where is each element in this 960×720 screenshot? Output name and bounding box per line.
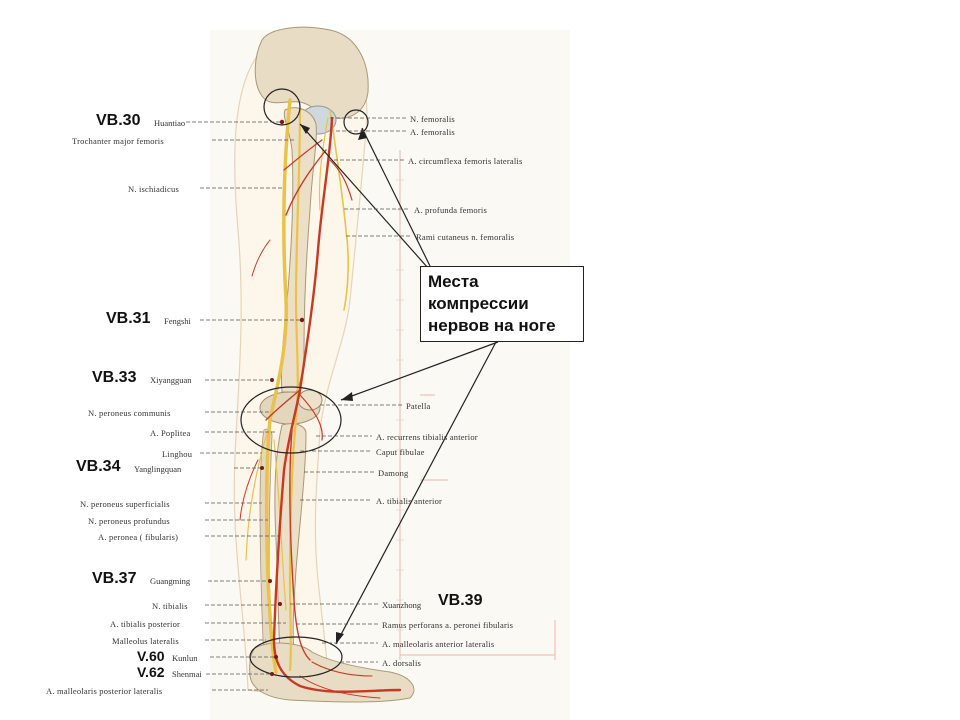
- label-ramus-perforans: Ramus perforans a. peronei fibularis: [382, 620, 514, 630]
- label-rami-cutaneus: Rami cutaneus n. femoralis: [416, 232, 515, 242]
- label-a-poplitea: A. Poplitea: [150, 428, 191, 438]
- label-n-peroneus-profundus: N. peroneus profundus: [88, 516, 170, 526]
- left-leader-lines: [186, 121, 302, 691]
- arrow-to-hip: [299, 123, 429, 269]
- compression-circle-femoral: [343, 109, 369, 135]
- point-code-vb30: VB.30: [96, 112, 141, 129]
- arteries: [239, 116, 402, 699]
- point-name-vb30: Huantiao: [154, 118, 186, 128]
- point-name-vb34: Yanglingquan: [134, 464, 182, 474]
- point-name-v62: Shenmai: [172, 669, 202, 679]
- point-code-vb33: VB.33: [92, 369, 137, 386]
- label-a-peronea: A. peronea ( fibularis): [98, 532, 179, 542]
- label-lingshou: Linghou: [162, 449, 193, 459]
- label-trochanter: Trochanter major femoris: [72, 136, 164, 146]
- label-a-dorsalis: A. dorsalis: [382, 658, 422, 668]
- label-n-tibialis: N. tibialis: [152, 601, 188, 611]
- callout-text: Места компрессии нервов на ноге: [428, 272, 556, 335]
- ruler-ticks: [396, 179, 404, 631]
- point-name-vb31: Fengshi: [164, 316, 191, 326]
- label-malleolus-lateralis: Malleolus lateralis: [112, 636, 179, 646]
- label-n-ischiadicus: N. ischiadicus: [128, 184, 179, 194]
- point-code-v62: V.62: [137, 664, 165, 680]
- label-damong: Damong: [378, 468, 409, 478]
- label-a-recurrens-tibialis-anterior: A. recurrens tibialis anterior: [376, 432, 478, 442]
- label-caput-fibulae: Caput fibulae: [376, 447, 425, 457]
- acupoint-dots: [260, 119, 305, 676]
- label-n-peroneus-superficialis: N. peroneus superficialis: [80, 499, 170, 509]
- point-name-vb33: Xiyangguan: [150, 375, 192, 385]
- label-n-femoralis: N. femoralis: [410, 114, 455, 124]
- point-code-vb37: VB.37: [92, 570, 137, 587]
- point-code-vb31: VB.31: [106, 310, 151, 327]
- label-patella: Patella: [406, 401, 431, 411]
- label-a-malleolaris-posterior-lateralis: A. malleolaris posterior lateralis: [46, 686, 163, 696]
- label-a-tibialis-anterior: A. tibialis anterior: [376, 496, 443, 506]
- compression-callout-box: Места компрессии нервов на ноге: [420, 266, 584, 342]
- label-n-peroneus-communis: N. peroneus communis: [88, 408, 171, 418]
- compression-circle-knee: [240, 386, 342, 454]
- right-leader-lines: [290, 117, 412, 663]
- point-code-v60: V.60: [137, 648, 165, 664]
- point-code-vb39: VB.39: [438, 592, 483, 609]
- arrow-to-knee: [340, 341, 499, 401]
- point-name-v60: Kunlun: [172, 653, 198, 663]
- point-code-vb34: VB.34: [76, 458, 121, 475]
- point-name-vb39: Xuanzhong: [382, 600, 422, 610]
- label-a-circumflexa: A. circumflexa femoris lateralis: [408, 156, 523, 166]
- compression-circle-hip: [263, 88, 301, 126]
- arrow-heads: [300, 124, 367, 644]
- label-a-tibialis-posterior: A. tibialis posterior: [110, 619, 181, 629]
- label-a-femoralis: A. femoralis: [410, 127, 455, 137]
- arrow-to-ankle: [335, 341, 497, 645]
- label-a-malleolaris-anterior-lateralis: A. malleolaris anterior lateralis: [382, 639, 495, 649]
- point-name-vb37: Guangming: [150, 576, 191, 586]
- label-a-profunda-femoris: A. profunda femoris: [414, 205, 487, 215]
- arrow-to-femoral: [361, 127, 431, 267]
- nerves: [245, 98, 349, 674]
- callout-arrows: [299, 123, 499, 645]
